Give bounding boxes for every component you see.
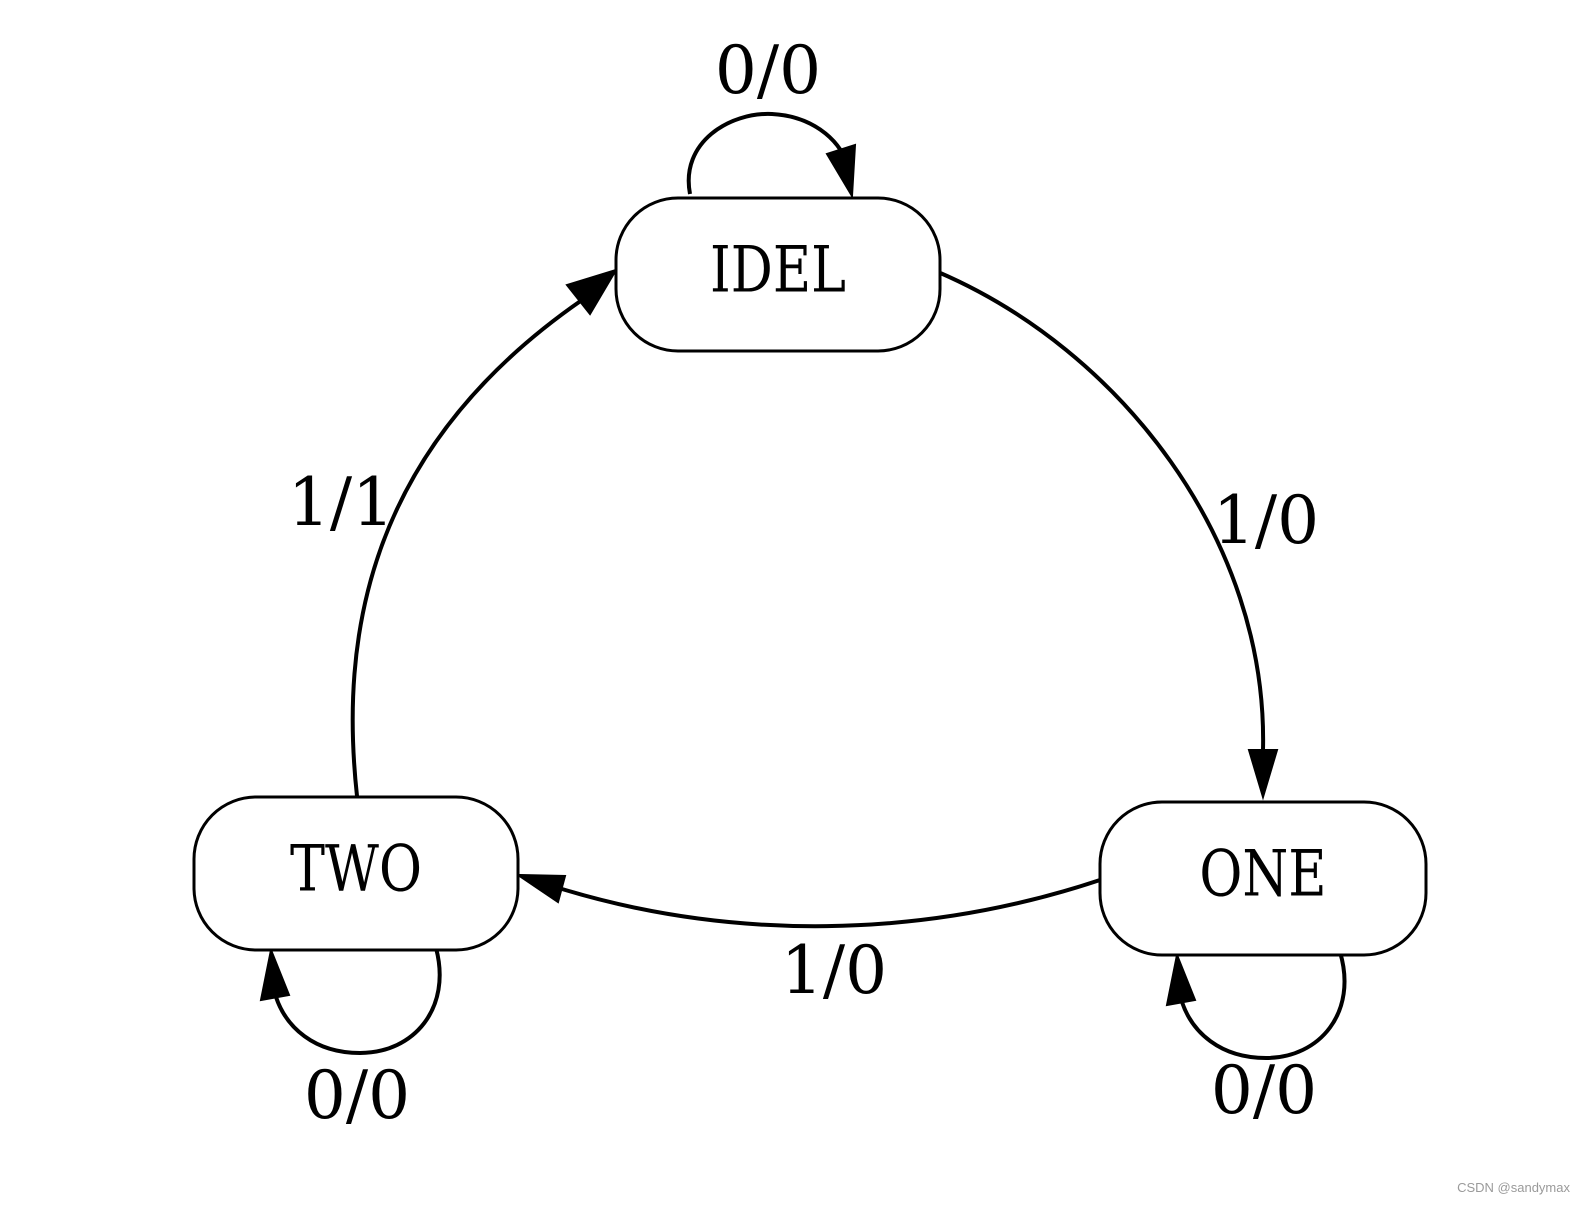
state-two-label: TWO	[290, 831, 422, 905]
state-one-box	[1098, 800, 1428, 957]
arrowhead-two-to-idel	[565, 268, 619, 316]
label-idel-to-one: 1/0	[1213, 482, 1319, 559]
edges	[259, 111, 1347, 1061]
label-two-to-idel: 1/1	[288, 464, 394, 541]
edge-one-to-two	[561, 878, 1101, 929]
arrowhead-one-self	[1165, 951, 1197, 1007]
state-idel-label: IDEL	[710, 232, 846, 306]
edge-two-to-idel	[350, 298, 584, 797]
edge-idel-self-loop	[686, 111, 850, 195]
state-idel: IDEL	[614, 196, 942, 353]
label-idel-self: 0/0	[715, 32, 821, 109]
watermark: CSDN @sandymax	[1457, 1180, 1570, 1195]
state-idel-box	[614, 196, 942, 353]
label-one-self: 0/0	[1211, 1052, 1317, 1129]
state-one-label: ONE	[1199, 836, 1326, 910]
edge-idel-to-one	[937, 270, 1266, 751]
arrowhead-idel-to-one	[1247, 749, 1279, 801]
state-two-box	[192, 795, 520, 952]
state-two: TWO	[192, 795, 520, 952]
label-two-self: 0/0	[304, 1057, 410, 1134]
state-one: ONE	[1098, 800, 1428, 957]
arrowhead-idel-self	[825, 143, 857, 200]
label-one-to-two: 1/0	[781, 932, 887, 1009]
edge-one-self-loop	[1180, 951, 1347, 1061]
edge-two-self-loop	[274, 947, 442, 1056]
arrowhead-one-to-two	[514, 873, 567, 904]
arrowhead-two-self	[259, 946, 291, 1002]
